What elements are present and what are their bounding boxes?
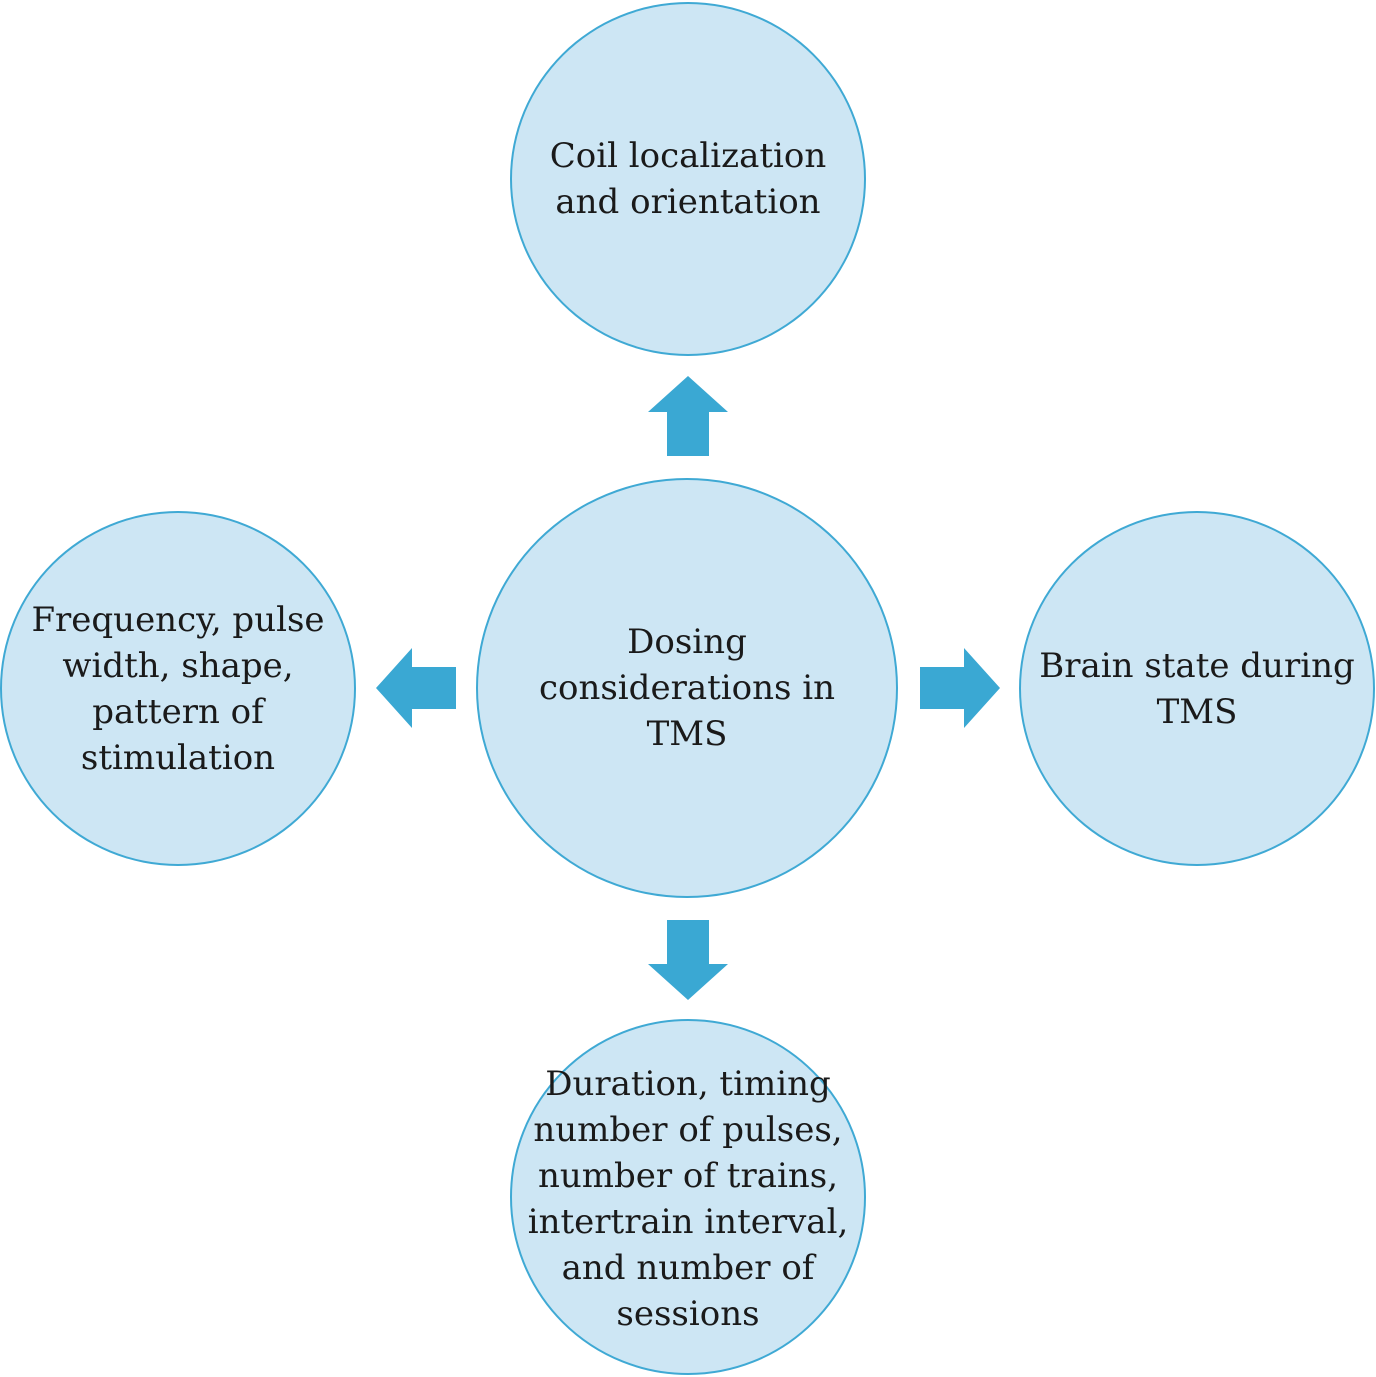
brain-state-node: Brain state during TMS [1019,511,1375,866]
frequency-pulse-label: Frequency, pulse width, shape, pattern o… [31,599,325,778]
coil-localization-label: Coil localization and orientation [549,136,827,222]
duration-timing-label: Duration, timing number of pulses, numbe… [527,1064,849,1334]
duration-timing-node: Duration, timing number of pulses, numbe… [510,1019,866,1375]
dosing-considerations-label: Dosing considerations in TMS [538,622,836,754]
arrow-down-icon [648,920,728,1000]
coil-localization-node: Coil localization and orientation [510,2,866,356]
brain-state-label: Brain state during TMS [1039,645,1355,732]
dosing-considerations-node: Dosing considerations in TMS [476,478,898,898]
arrow-left-icon [376,648,456,728]
frequency-pulse-node: Frequency, pulse width, shape, pattern o… [0,511,356,866]
arrow-up-icon [648,376,728,456]
arrow-right-icon [920,648,1000,728]
